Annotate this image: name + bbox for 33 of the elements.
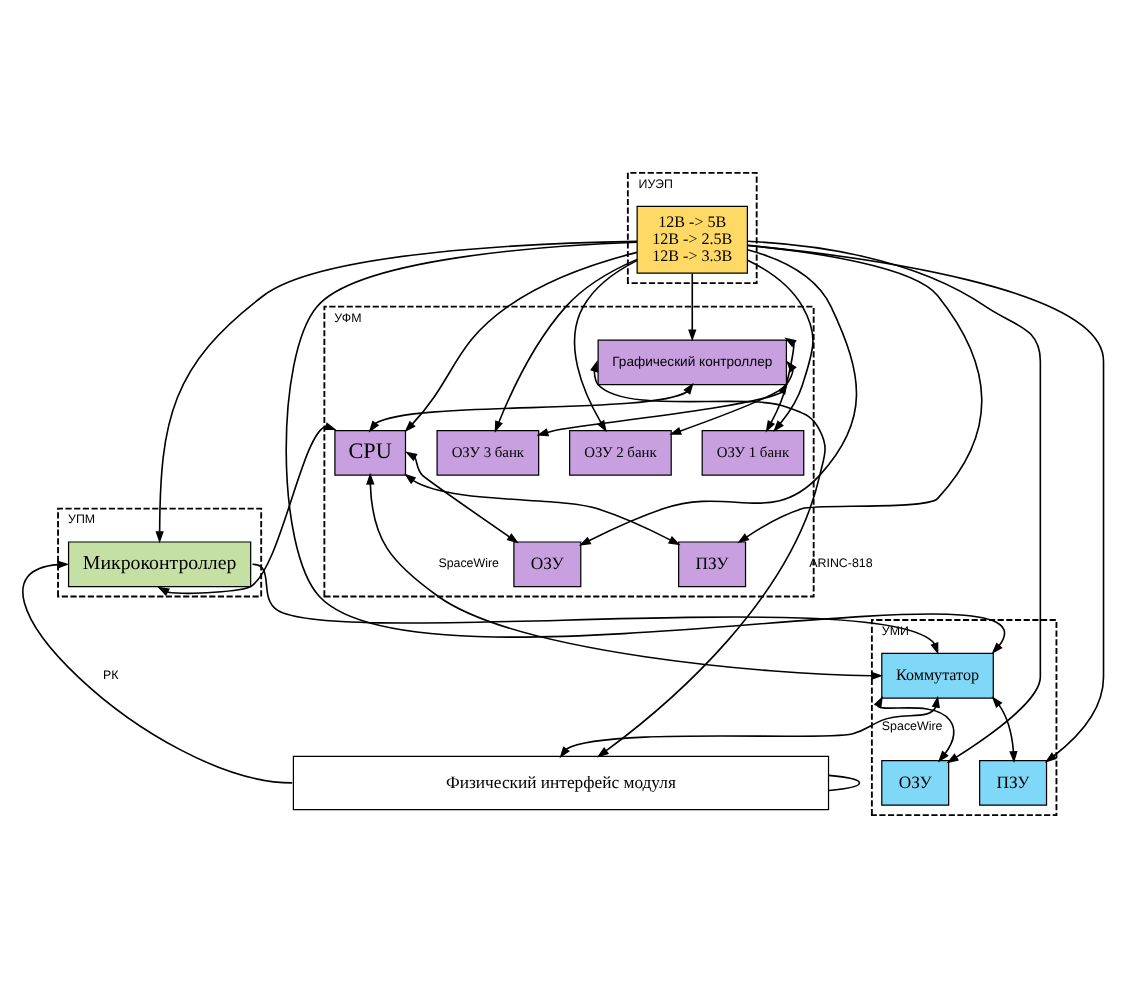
arrow (368, 381, 694, 432)
node-box: Физический интерфейс модуля (292, 754, 830, 810)
node-box: ОЗУ (513, 540, 582, 587)
arrow (578, 248, 858, 545)
arrow (285, 240, 1004, 654)
arrow (991, 695, 1018, 762)
arrow (559, 694, 940, 758)
arrow (366, 471, 883, 679)
arrow (404, 472, 681, 545)
connector (827, 773, 861, 791)
arrow (536, 381, 788, 436)
node-box: ПЗУ (979, 759, 1048, 805)
arrow (765, 336, 797, 432)
arrow (873, 694, 955, 762)
arrow (251, 562, 939, 654)
arrow (157, 421, 337, 595)
node-box: CPU (334, 428, 407, 475)
arrow (746, 243, 1105, 762)
arrow (688, 271, 697, 341)
node-box: ПЗУ (678, 540, 747, 587)
arrow (404, 250, 638, 432)
arrow (23, 559, 293, 783)
arrow (746, 239, 1042, 763)
node-box: Микроконтроллер (67, 540, 252, 587)
arrow (737, 243, 983, 543)
node-box: ОЗУ (881, 759, 950, 805)
arrow (494, 257, 638, 432)
arrow (573, 258, 638, 432)
arrow (746, 258, 814, 432)
arrow (155, 239, 638, 543)
arrow (405, 450, 519, 543)
arrow (669, 359, 797, 434)
arrow (590, 359, 826, 757)
